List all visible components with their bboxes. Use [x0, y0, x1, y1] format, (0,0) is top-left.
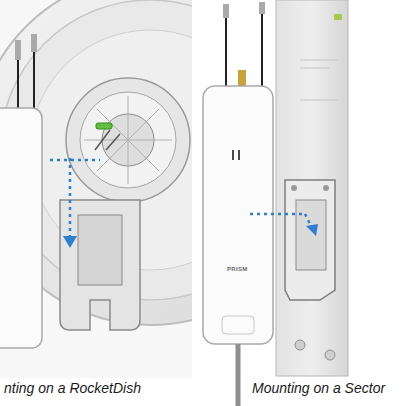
arrow-head — [306, 224, 318, 236]
radio-device — [203, 86, 273, 344]
bracket-screw — [291, 185, 297, 191]
cable — [33, 52, 35, 110]
bracket-slot — [78, 215, 122, 285]
sector-bracket — [285, 180, 335, 300]
ethernet-cable — [236, 344, 241, 406]
arrow-head — [63, 236, 77, 248]
sector-bubble — [334, 14, 342, 20]
cable — [17, 60, 19, 110]
cable-connector — [259, 2, 265, 14]
bracket-screw — [323, 185, 329, 191]
sector-marks — [300, 60, 338, 100]
caption-text: nting on a RocketDish — [4, 380, 141, 396]
sector-antenna — [276, 0, 348, 376]
sector-port — [325, 350, 335, 360]
motion-arrow — [69, 158, 72, 240]
cable-connector — [223, 4, 229, 18]
sector-group — [203, 0, 348, 406]
mount-plate-inner — [80, 92, 176, 188]
motion-arrow — [50, 159, 100, 162]
radio-device — [0, 108, 42, 348]
port-cover — [222, 316, 254, 334]
sector-port — [295, 340, 305, 350]
caption-text: Mounting on a Sector — [252, 380, 385, 396]
cable-connector — [15, 40, 21, 60]
cable-connector — [31, 34, 37, 52]
plate-ribs — [84, 96, 172, 184]
level-bubble — [96, 123, 112, 129]
bracket-slot — [296, 200, 326, 270]
motion-arrow — [250, 213, 305, 216]
cable — [226, 14, 262, 90]
device-label: PRISM — [227, 266, 248, 272]
feed-pins — [95, 130, 120, 150]
mount-plate — [66, 78, 190, 202]
brand-logo — [233, 150, 239, 160]
mount-bracket — [60, 200, 140, 330]
rocketdish-group — [0, 0, 192, 378]
